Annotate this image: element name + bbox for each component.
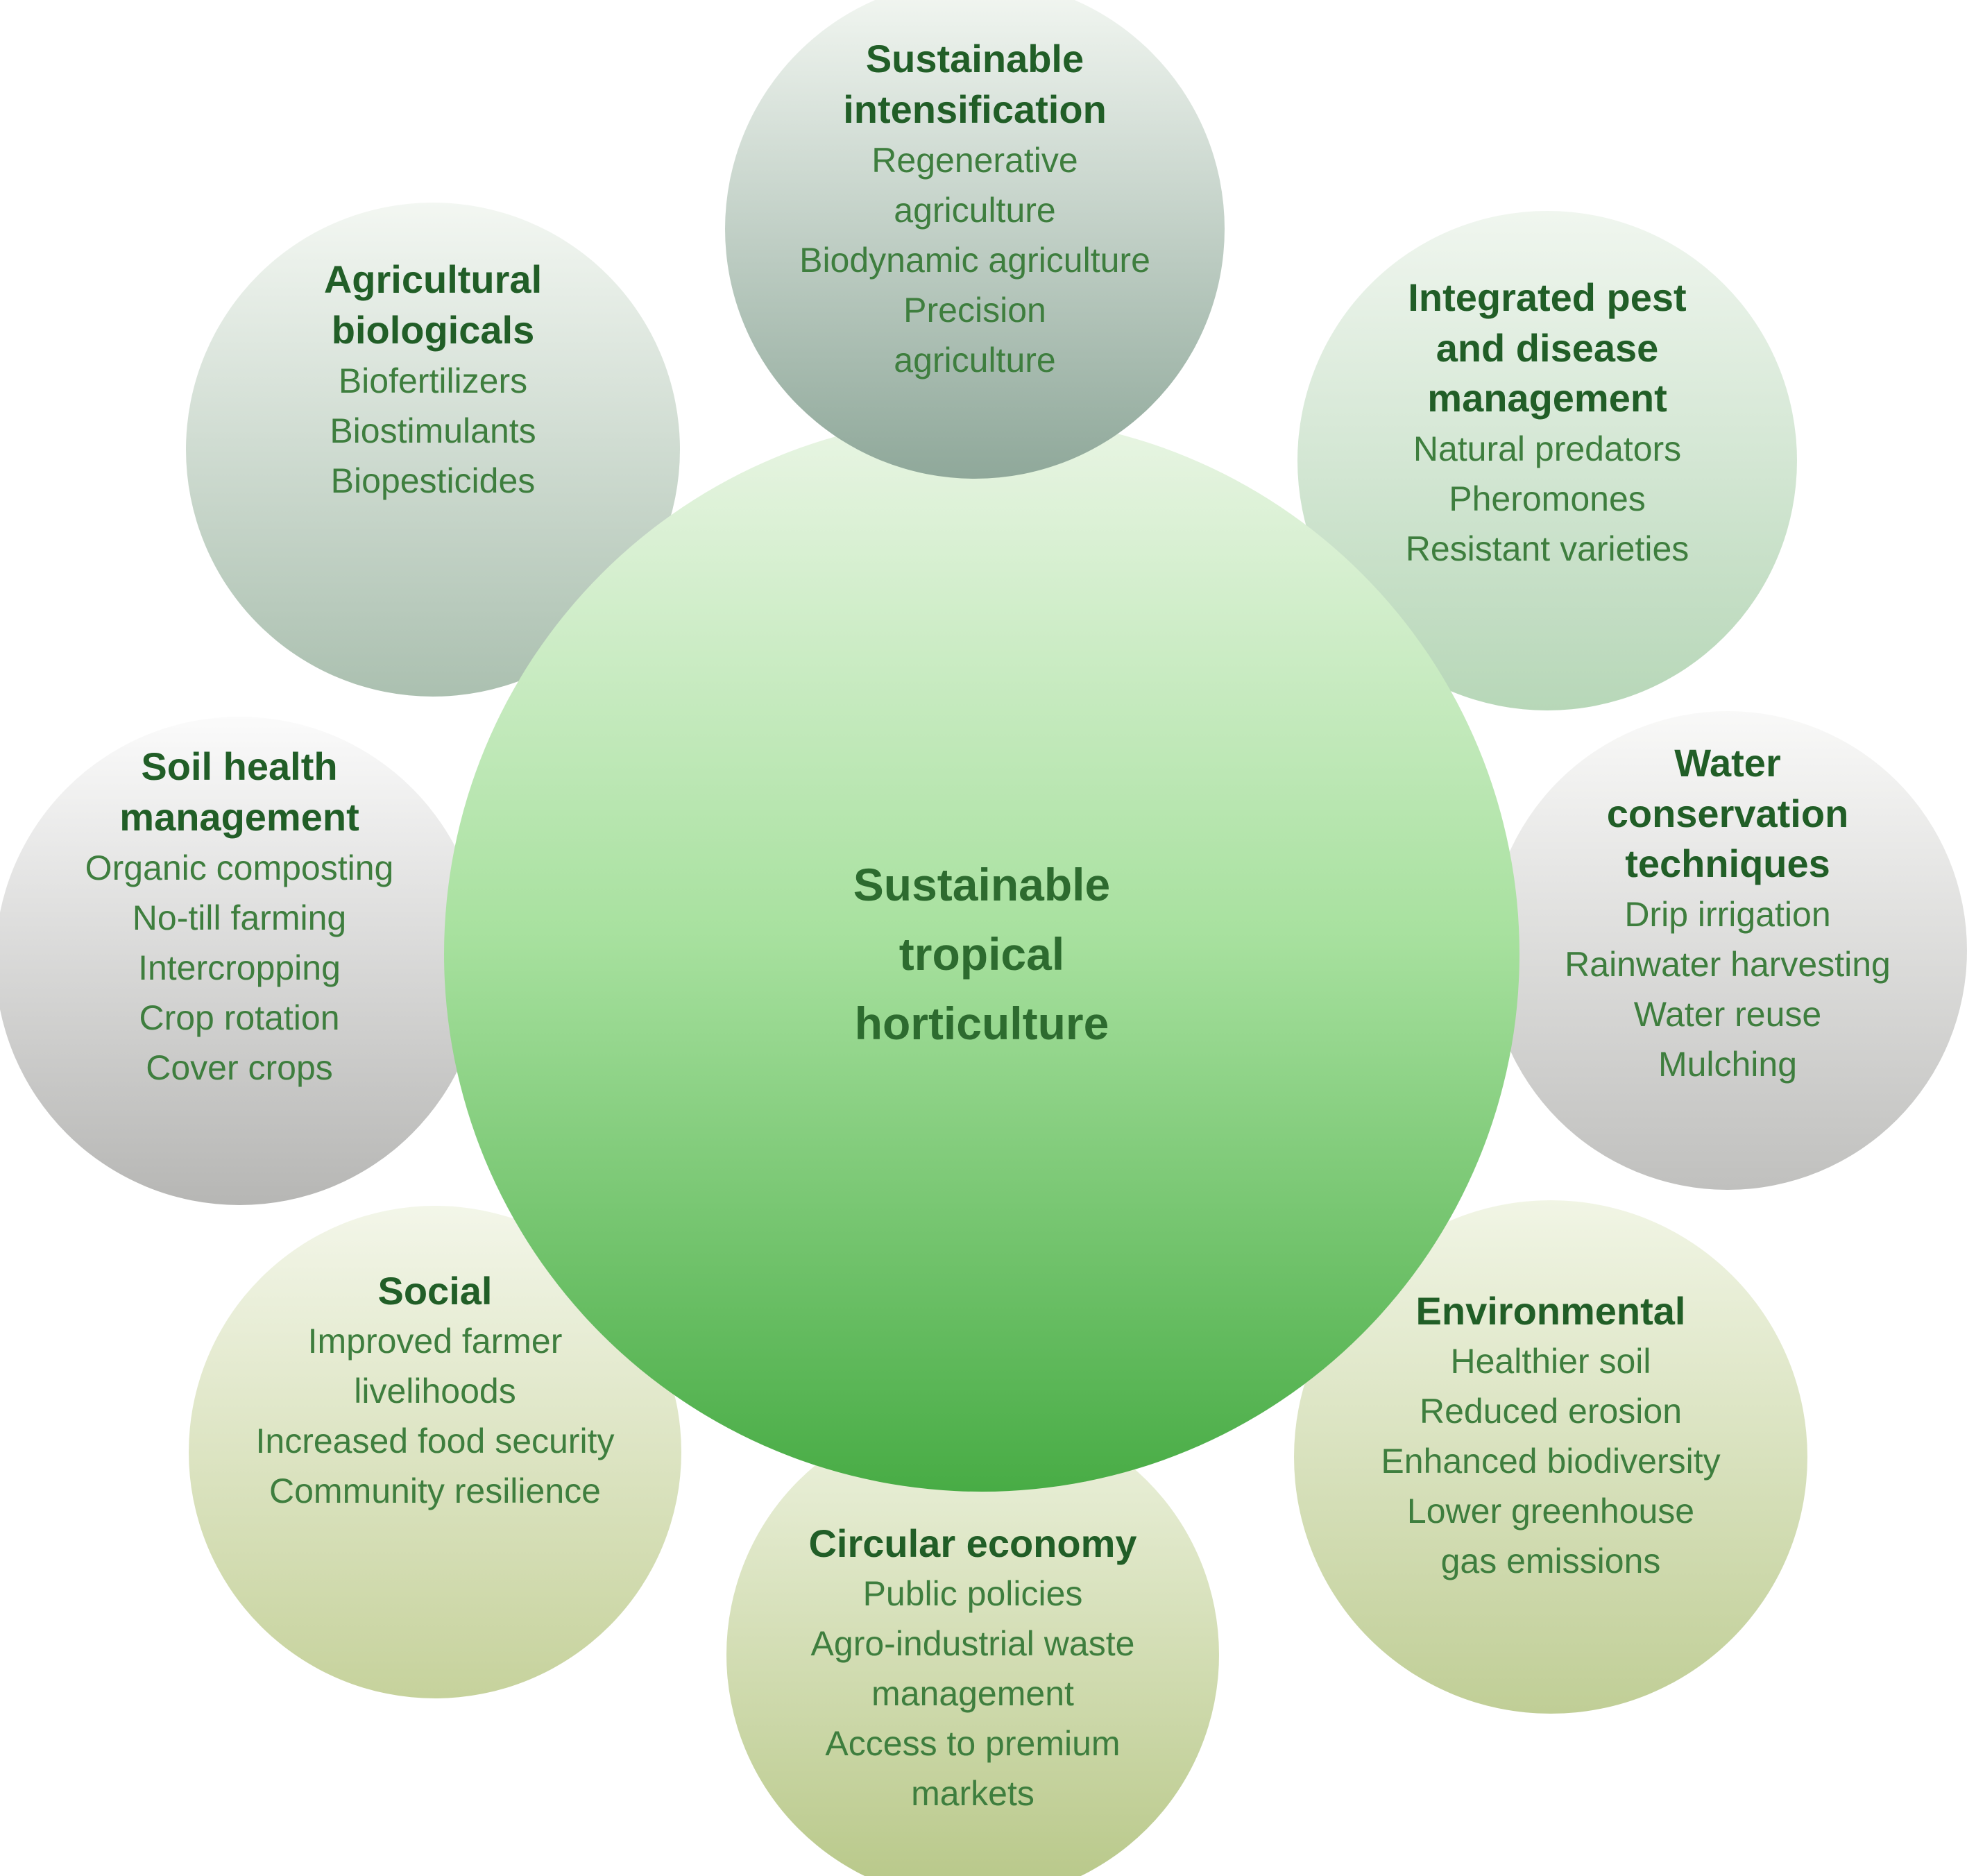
circle-item: Enhanced biodiversity (1381, 1442, 1721, 1481)
circle-item: Precision agriculture (894, 290, 1056, 380)
circle-water-conservation-techniques: Water conservation techniques Drip irrig… (1488, 711, 1967, 1190)
circle-item: Biodynamic agriculture (799, 240, 1150, 280)
circle-content: Sustainable intensification Regenerative… (799, 34, 1150, 385)
circle-item: Intercropping (138, 948, 341, 987)
circle-item: Resistant varieties (1405, 529, 1689, 569)
circle-item: No-till farming (132, 898, 347, 937)
circle-item: Agro-industrial waste management (810, 1624, 1135, 1714)
circle-content: Integrated pest and disease management N… (1406, 273, 1689, 574)
circle-title-environmental: Environmental (1415, 1288, 1686, 1333)
circle-title-soil-health-management: Soil health management (119, 744, 359, 839)
circle-title-circular-economy: Circular economy (808, 1521, 1137, 1565)
circle-title-water-conservation-techniques: Water conservation techniques (1606, 740, 1849, 886)
circle-item: Increased food security (255, 1422, 615, 1461)
circle-item: Lower greenhouse gas emissions (1406, 1492, 1695, 1581)
circle-title-sustainable-intensification: Sustainable intensification (843, 37, 1107, 131)
circle-item: Biofertilizers (338, 361, 528, 400)
circle-title-agricultural-biologicals: Agricultural biologicals (323, 257, 543, 352)
circle-item: Biopesticides (330, 461, 536, 500)
circle-item: Access to premium markets (825, 1724, 1121, 1814)
circle-title-integrated-pest-and-disease-management: Integrated pest and disease management (1408, 275, 1687, 420)
circle-item: Community resilience (269, 1472, 601, 1511)
circle-sustainable-intensification: Sustainable intensification Regenerative… (725, 0, 1225, 479)
circle-item: Improved farmer livelihoods (307, 1322, 563, 1411)
circle-item: Rainwater harvesting (1565, 945, 1891, 984)
circle-content: Water conservation techniques Drip irrig… (1565, 738, 1891, 1089)
circle-item: Crop rotation (139, 998, 340, 1037)
circle-item: Pheromones (1449, 479, 1646, 519)
circle-item: Regenerative agriculture (871, 140, 1078, 230)
circle-item: Mulching (1658, 1045, 1798, 1084)
circle-item: Biostimulants (330, 411, 536, 450)
circle-item: Cover crops (146, 1048, 333, 1087)
circle-item: Reduced erosion (1419, 1392, 1683, 1431)
central-circle-sustainable-tropical-horticulture: Sustainable tropical horticulture (444, 416, 1519, 1492)
circle-item: Water reuse (1633, 995, 1822, 1034)
central-title: Sustainable tropical horticulture (853, 858, 1111, 1050)
circle-soil-health-management: Soil health management Organic compostin… (0, 717, 484, 1205)
circle-content: Soil health management Organic compostin… (85, 742, 394, 1093)
circle-item: Organic composting (85, 848, 394, 887)
circle-item: Healthier soil (1450, 1342, 1651, 1381)
circle-item: Drip irrigation (1624, 895, 1831, 935)
circle-title-social: Social (377, 1268, 493, 1313)
circle-item: Natural predators (1413, 429, 1682, 469)
circle-item: Public policies (862, 1574, 1083, 1614)
